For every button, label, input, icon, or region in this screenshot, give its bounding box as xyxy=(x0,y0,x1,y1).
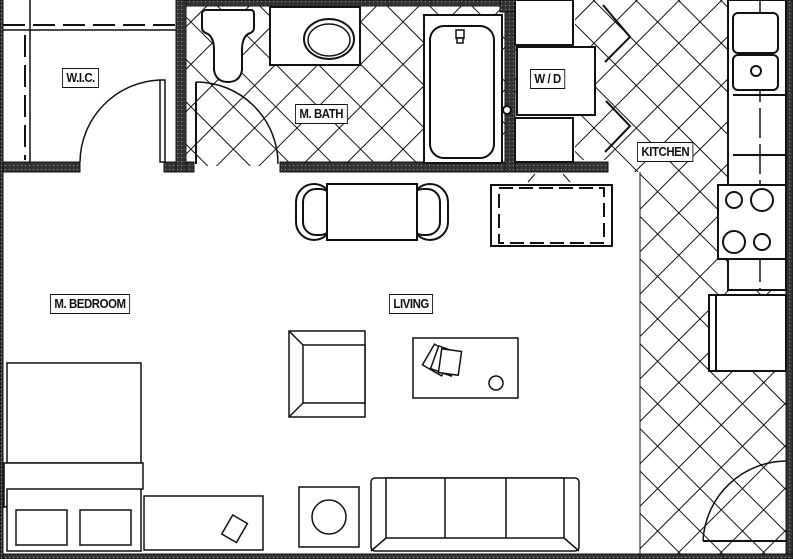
room-label-kitchen: KITCHEN xyxy=(637,142,694,162)
end-table xyxy=(298,486,360,548)
room-label-washer-dryer: W / D xyxy=(530,69,566,89)
bath-door-swing xyxy=(195,81,279,165)
bathtub xyxy=(423,14,503,164)
wic-door xyxy=(79,79,166,163)
sofa xyxy=(370,477,580,552)
vanity-sink xyxy=(269,6,361,66)
toilet xyxy=(201,9,255,84)
kitchen-double-sink xyxy=(732,12,786,156)
kitchen-tile-floor xyxy=(575,0,790,559)
entry-door xyxy=(702,460,788,542)
refrigerator xyxy=(708,294,787,372)
nightstands xyxy=(15,509,132,546)
room-label-master-bath: M. BATH xyxy=(295,104,348,124)
room-label-wic: W.I.C. xyxy=(62,68,100,88)
cooktop xyxy=(717,184,787,260)
closet-bifold-doors xyxy=(602,4,632,153)
room-label-master-bedroom: M. BEDROOM xyxy=(50,294,131,314)
tv-console xyxy=(490,173,613,247)
dresser xyxy=(143,495,264,551)
room-label-living: LIVING xyxy=(389,294,434,314)
armchair xyxy=(288,330,366,418)
wic-shelving xyxy=(3,0,176,162)
dining-table xyxy=(295,183,449,241)
coffee-table xyxy=(412,337,519,399)
